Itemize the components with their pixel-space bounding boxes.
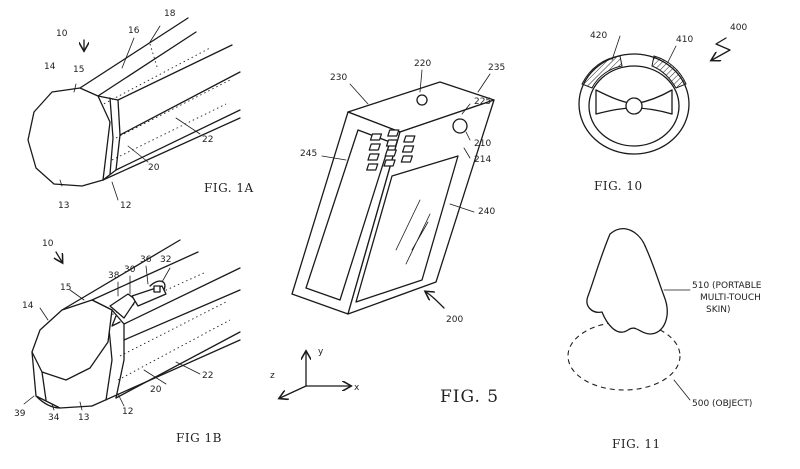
fig5-label-220: 220 [414,59,431,69]
figure-11: 510 (PORTABLE MULTI-TOUCH SKIN) 500 (OBJ… [568,229,762,451]
fig5-axes: x y z [270,347,360,398]
fig11-caption: FIG. 11 [612,437,661,451]
fig5-label-230: 230 [330,73,347,83]
fig11-label-510-line2: MULTI-TOUCH [700,293,761,303]
figure-10: 420 410 400 FIG. 10 [579,23,747,193]
fig5-label-240: 240 [478,207,495,217]
fig1a-label-18: 18 [164,9,176,19]
axis-z-label: z [270,371,275,381]
fig5-button-220 [417,95,427,105]
fig1b-label-12: 12 [122,407,133,417]
fig5-label-235: 235 [488,63,505,73]
fig1b-label-22: 22 [202,371,213,381]
figure-5: 220 230 235 225 210 214 245 240 200 x y … [270,59,505,407]
fig1a-label-12: 12 [120,201,131,211]
fig11-skin-510 [587,229,667,334]
axis-x-label: x [354,383,360,393]
fig1a-label-10: 10 [56,29,68,39]
fig1a-label-15: 15 [73,65,84,75]
fig1b-end-cap [32,300,112,380]
fig1b-label-10: 10 [42,239,54,249]
fig1b-label-36: 36 [140,255,152,265]
fig1b-label-14: 14 [22,301,34,311]
fig10-label-400: 400 [730,23,747,33]
fig10-label-410: 410 [676,35,693,45]
fig10-label-420: 420 [590,31,607,41]
fig1b-label-34: 34 [48,413,60,423]
fig1b-label-15: 15 [60,283,71,293]
fig5-label-214: 214 [474,155,491,165]
fig1a-octagon-end [28,88,110,186]
fig1a-label-20: 20 [148,163,160,173]
fig5-label-225: 225 [474,97,491,107]
fig5-label-200: 200 [446,315,463,325]
fig1b-caption: FIG 1B [176,431,222,445]
figure-1b: 10 15 14 38 30 36 32 20 22 12 13 34 39 F… [14,239,240,445]
axis-y-label: y [318,347,324,357]
fig1b-label-32: 32 [160,255,171,265]
fig10-caption: FIG. 10 [594,179,643,193]
fig5-label-245: 245 [300,149,317,159]
fig1b-label-38: 38 [108,271,120,281]
fig1a-label-22: 22 [202,135,213,145]
figure-1a: 10 14 15 16 18 22 20 12 13 FIG. 1A [28,9,254,211]
fig5-sensor-210 [453,119,467,133]
fig1a-label-13: 13 [58,201,69,211]
fig5-label-210: 210 [474,139,491,149]
fig5-caption: FIG. 5 [440,387,499,407]
fig11-label-500: 500 (OBJECT) [692,399,752,409]
fig1b-label-13: 13 [78,413,89,423]
fig11-label-510: 510 (PORTABLE [692,281,762,291]
fig1b-label-39: 39 [14,409,26,419]
fig1b-label-30: 30 [124,265,136,275]
fig1a-caption: FIG. 1A [204,181,254,195]
fig1a-label-16: 16 [128,26,140,36]
fig11-label-510-line3: SKIN) [706,305,731,315]
fig1b-label-20: 20 [150,385,162,395]
fig1a-label-14: 14 [44,62,56,72]
